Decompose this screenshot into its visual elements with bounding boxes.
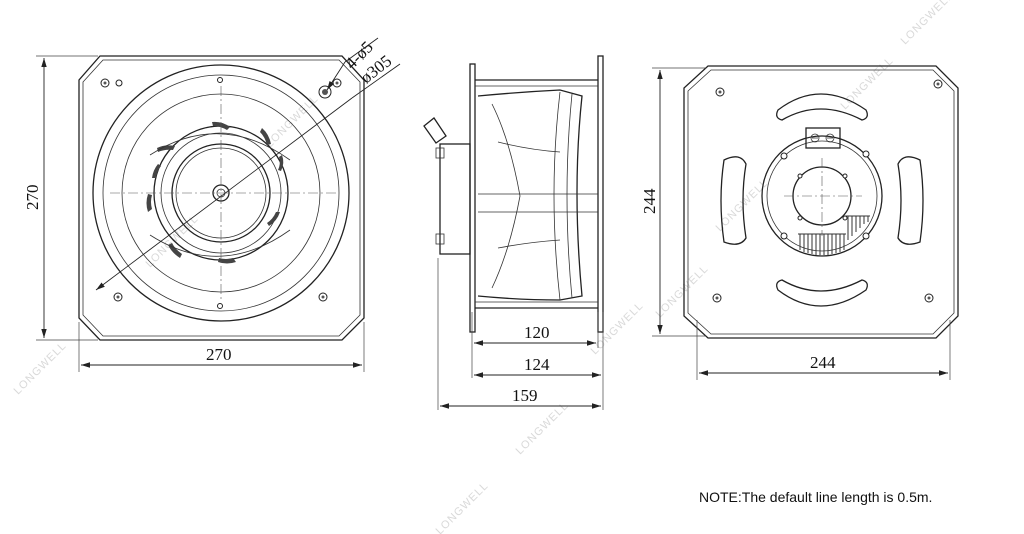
side-mid-label: 124 — [524, 355, 550, 374]
rear-height-label: 244 — [640, 188, 659, 214]
front-blade-arc — [149, 133, 291, 161]
rear-width-label: 244 — [810, 353, 836, 372]
side-front-plate — [469, 63, 476, 333]
front-view: 4-ø5 ø305 270 270 — [23, 37, 401, 372]
front-holes-tail — [344, 37, 379, 63]
front-blades — [146, 121, 284, 264]
side-motor-box — [439, 143, 471, 255]
side-total-label: 159 — [512, 386, 538, 405]
rear-mount-holes — [712, 79, 943, 303]
watermark-text: LONGWELL — [839, 55, 896, 112]
rear-frame-inner — [687, 69, 955, 335]
front-ring-2 — [102, 74, 340, 312]
watermark-text: LONGWELL — [12, 340, 69, 397]
watermark-text: LONGWELL — [514, 400, 571, 457]
front-mount-holes — [100, 77, 342, 309]
rear-terminal-block — [805, 127, 841, 149]
watermark-text: LONGWELL — [264, 93, 321, 150]
side-impeller-profile — [477, 89, 583, 301]
watermark-text: LONGWELL — [434, 480, 491, 534]
side-view: 120 124 159 — [423, 55, 604, 410]
rear-motor-inner — [766, 140, 878, 252]
front-ring-outer — [92, 64, 350, 322]
rear-heatsink — [798, 215, 870, 255]
front-width-label: 270 — [206, 345, 232, 364]
front-height-label: 270 — [23, 185, 42, 211]
front-blade-arc — [149, 229, 291, 257]
front-diameter-tail — [351, 63, 401, 99]
side-cable-gland — [423, 117, 447, 144]
rear-view: 244 244 — [640, 65, 959, 380]
rear-slot-left — [720, 156, 747, 245]
watermark-text: LONGWELL — [899, 0, 956, 47]
rear-motor-outer — [761, 135, 883, 257]
rear-slot-right — [897, 156, 924, 245]
front-frame-inner — [82, 59, 361, 337]
side-inlet-cone — [553, 91, 573, 301]
rear-slot-bottom — [776, 279, 868, 307]
side-back-plate — [597, 55, 604, 333]
front-diameter-leader — [95, 97, 353, 291]
rear-slot-top — [776, 93, 868, 121]
default-line-length-note: NOTE:The default line length is 0.5m. — [699, 489, 933, 505]
rear-frame-outer — [683, 65, 959, 339]
side-impeller-blade — [497, 141, 561, 249]
side-motor-clip-bottom — [435, 233, 445, 245]
side-inner-label: 120 — [524, 323, 550, 342]
side-impeller-shroud — [491, 103, 521, 289]
front-frame-outer — [78, 55, 365, 341]
side-motor-clip-top — [435, 147, 445, 159]
watermark-text: LONGWELL — [654, 263, 711, 320]
watermark-text: LONGWELL — [144, 213, 201, 270]
front-holes-leader — [326, 61, 346, 91]
